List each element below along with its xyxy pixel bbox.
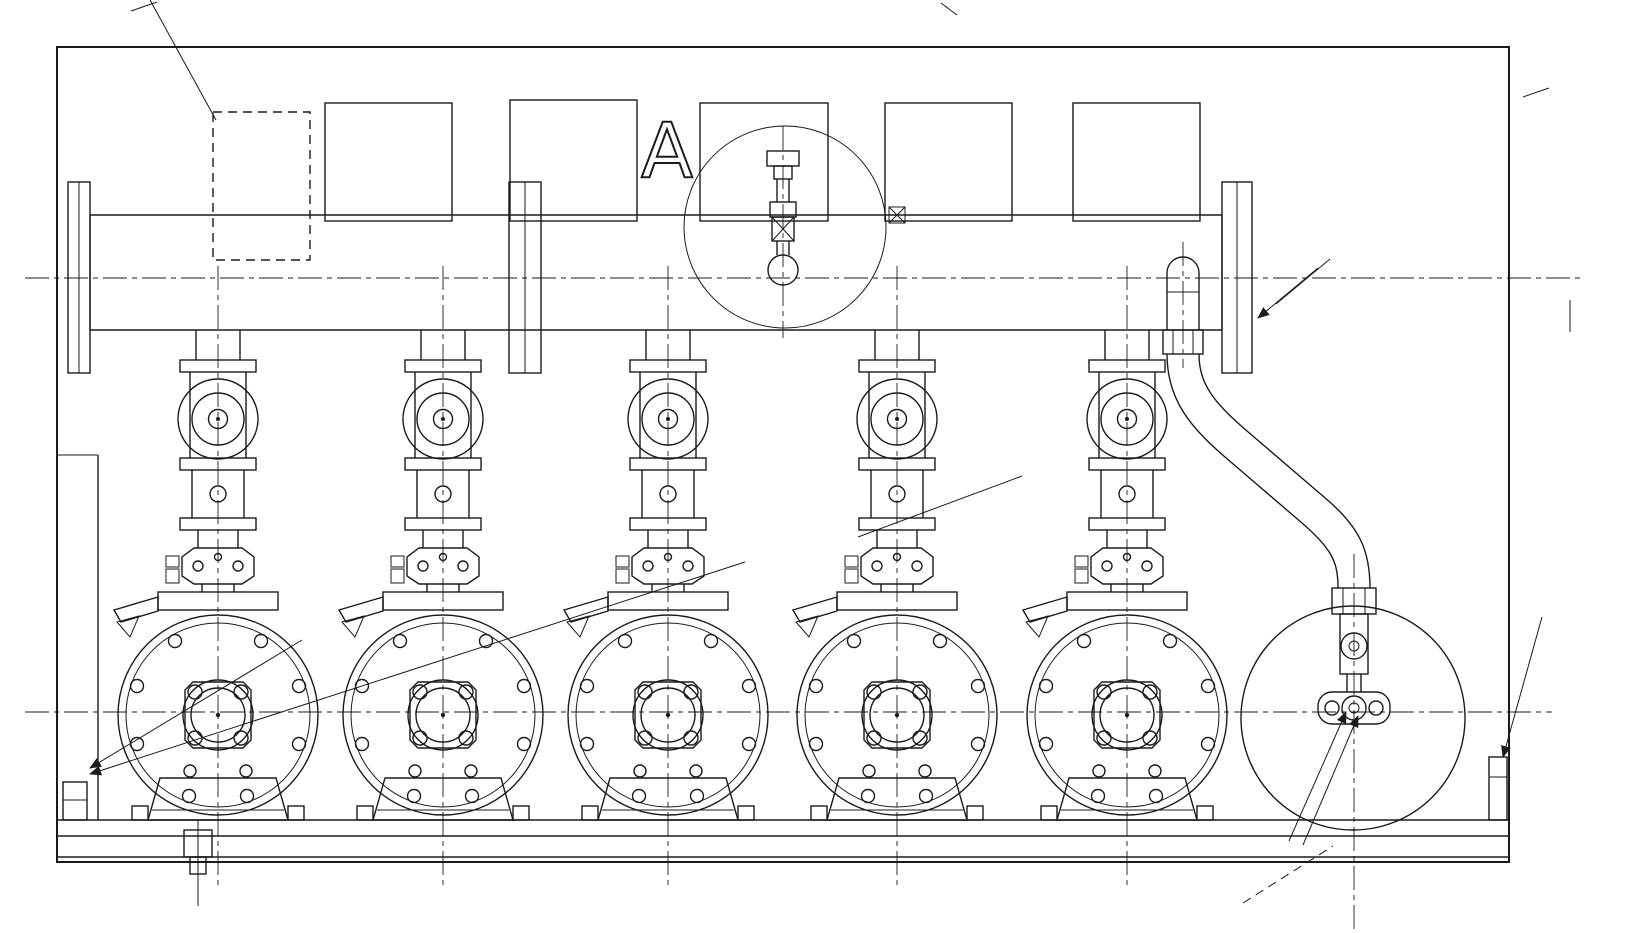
pump-assembly-5: [1022, 329, 1228, 821]
skid-base-frame: [57, 454, 1509, 906]
left-foot: [62, 781, 88, 821]
manifold-instrument-valve: [766, 150, 800, 286]
pump-assembly-4: [792, 329, 998, 821]
tank-piping: [1162, 256, 1391, 725]
pump-assembly-2: [338, 329, 544, 821]
detail-label: A: [641, 106, 693, 195]
discharge-manifold: [67, 181, 1253, 374]
top-support-blocks: [212, 99, 1201, 261]
pump-assembly-1: [113, 329, 319, 821]
pressure-tank: [1240, 605, 1466, 831]
pump-assembly-3: [563, 329, 769, 821]
detail-circle: [683, 125, 887, 329]
right-foot: [1488, 756, 1508, 821]
dashed-block: [212, 111, 311, 261]
vent-symbol: [888, 206, 906, 224]
leader-lines: [89, 0, 1571, 904]
centerlines: [25, 126, 1582, 930]
